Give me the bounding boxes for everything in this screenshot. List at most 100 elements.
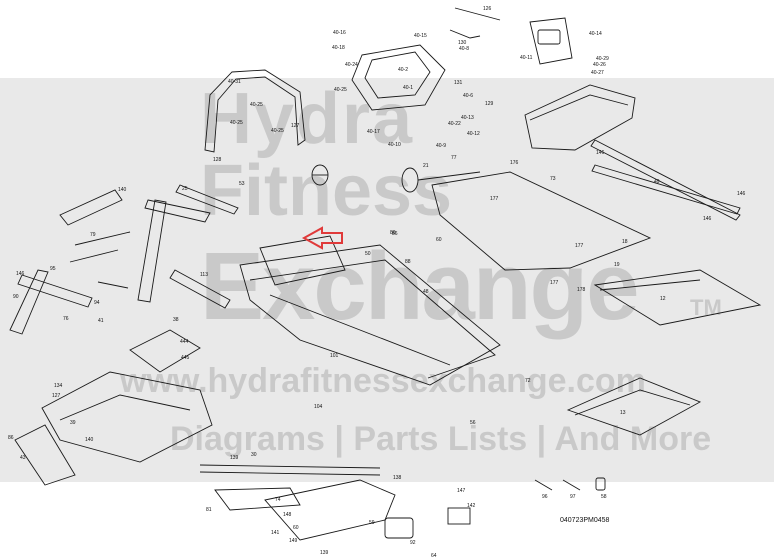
callout-label: 88: [405, 259, 411, 265]
callout-label: 101: [330, 353, 339, 359]
callout-label: 139: [230, 455, 239, 461]
callout-label: 113: [200, 272, 208, 278]
callout-label: 76: [63, 316, 69, 322]
lift-frame: [264, 479, 396, 541]
callout-label: 444: [180, 339, 189, 345]
callout-label: 40-12: [467, 131, 480, 137]
callout-label: 49: [654, 179, 660, 185]
callout-label: 127: [291, 123, 300, 129]
incline-motor: [129, 329, 201, 373]
callout-label: 40-15: [414, 33, 427, 39]
callout-label: 96: [542, 494, 548, 500]
callout-label: 39: [70, 420, 76, 426]
callout-label: 40-14: [589, 31, 602, 37]
callout-label: 64: [431, 553, 437, 559]
grip-right: [175, 184, 239, 215]
callout-label: 129: [485, 101, 494, 107]
rear-arm: [169, 269, 231, 309]
callout-label: 53: [239, 181, 245, 187]
callout-label: 13: [620, 410, 626, 416]
left-arm: [17, 274, 93, 308]
callout-label: 60: [293, 525, 299, 531]
callout-label: 56: [470, 420, 476, 426]
callout-label: 43: [20, 455, 26, 461]
callout-label: 140: [85, 437, 94, 443]
callout-label: 79: [90, 232, 96, 238]
deck-board: [431, 171, 652, 271]
callout-label: 146: [596, 150, 605, 156]
drawing-code: 040723PM0458: [560, 517, 610, 524]
callout-label: 60: [436, 237, 442, 243]
callout-label: 445: [181, 355, 190, 361]
callout-label: 146: [703, 216, 712, 222]
callout-label: 59: [369, 520, 375, 526]
watermark-tagline: Diagrams | Parts Lists | And More: [170, 420, 712, 458]
callout-label: 74: [275, 497, 281, 503]
lower-tray-2: [566, 377, 702, 436]
callout-label: 149: [289, 538, 298, 544]
main-frame: [239, 244, 501, 386]
callout-label: 40-31: [228, 79, 241, 85]
callout-label: 97: [570, 494, 576, 500]
callout-label: 40-6: [463, 93, 474, 99]
base-frame: [41, 371, 213, 463]
callout-label: 40-13: [461, 115, 474, 121]
cup-58: [595, 477, 606, 491]
side-rail-1: [590, 139, 741, 221]
callout-label: 40-25: [334, 87, 347, 93]
bar-96: [534, 479, 553, 491]
callout-label: 81: [206, 507, 212, 513]
callout-label: 177: [575, 243, 584, 249]
callout-label: 142: [467, 503, 476, 509]
side-rail-2: [591, 164, 741, 215]
upright-right: [137, 199, 167, 303]
callout-label: 40-2: [398, 67, 409, 73]
callout-label: 73: [550, 176, 556, 182]
callout-label: 177: [490, 196, 499, 202]
watermark-line-2: Fitness: [200, 151, 453, 231]
handrail-hoop: [204, 69, 306, 153]
callout-label: 40-10: [388, 142, 401, 148]
callout-label: 128: [213, 157, 222, 163]
callout-label: 19: [614, 262, 620, 268]
callout-label: 92: [410, 540, 416, 546]
display-panel: [537, 29, 561, 45]
display-module: [529, 17, 573, 65]
drive-assembly: [214, 487, 301, 511]
wire-harness-top: [449, 29, 481, 39]
callout-label: 30: [251, 452, 257, 458]
callout-label: 40-17: [367, 129, 380, 135]
bar-97: [562, 479, 581, 491]
callout-label: 94: [94, 300, 100, 306]
callout-label: 40-11: [520, 55, 533, 61]
callout-label: 21: [423, 163, 429, 169]
callout-label: 146: [737, 191, 746, 197]
upright-left: [9, 269, 49, 335]
watermark-band: [0, 78, 774, 482]
callout-label: 86: [8, 435, 14, 441]
callout-label: 138: [393, 475, 402, 481]
rear-roller: [199, 464, 381, 469]
callout-label: 147: [457, 488, 466, 494]
highlight-arrow: [301, 226, 343, 250]
callout-label: 38: [173, 317, 179, 323]
callout-label: 40-1: [403, 85, 414, 91]
callout-label: 25: [182, 186, 188, 192]
front-roller: [417, 171, 481, 181]
callout-label: 40-25: [230, 120, 243, 126]
grip-left: [59, 189, 123, 226]
callout-label: 58: [601, 494, 607, 500]
top-bracket: [454, 7, 501, 21]
callout-label: 77: [451, 155, 457, 161]
callout-label: 139: [320, 550, 329, 556]
callout-label: 176: [510, 160, 519, 166]
callout-label: 127: [52, 393, 61, 399]
lower-tray-1: [593, 269, 762, 326]
callout-label: 177: [550, 280, 559, 286]
callout-label: 40-18: [332, 45, 345, 51]
motor-hood: [524, 84, 636, 151]
callout-label: 40-8: [459, 46, 470, 52]
side-cover: [14, 424, 76, 486]
callout-label: 41: [98, 318, 104, 324]
